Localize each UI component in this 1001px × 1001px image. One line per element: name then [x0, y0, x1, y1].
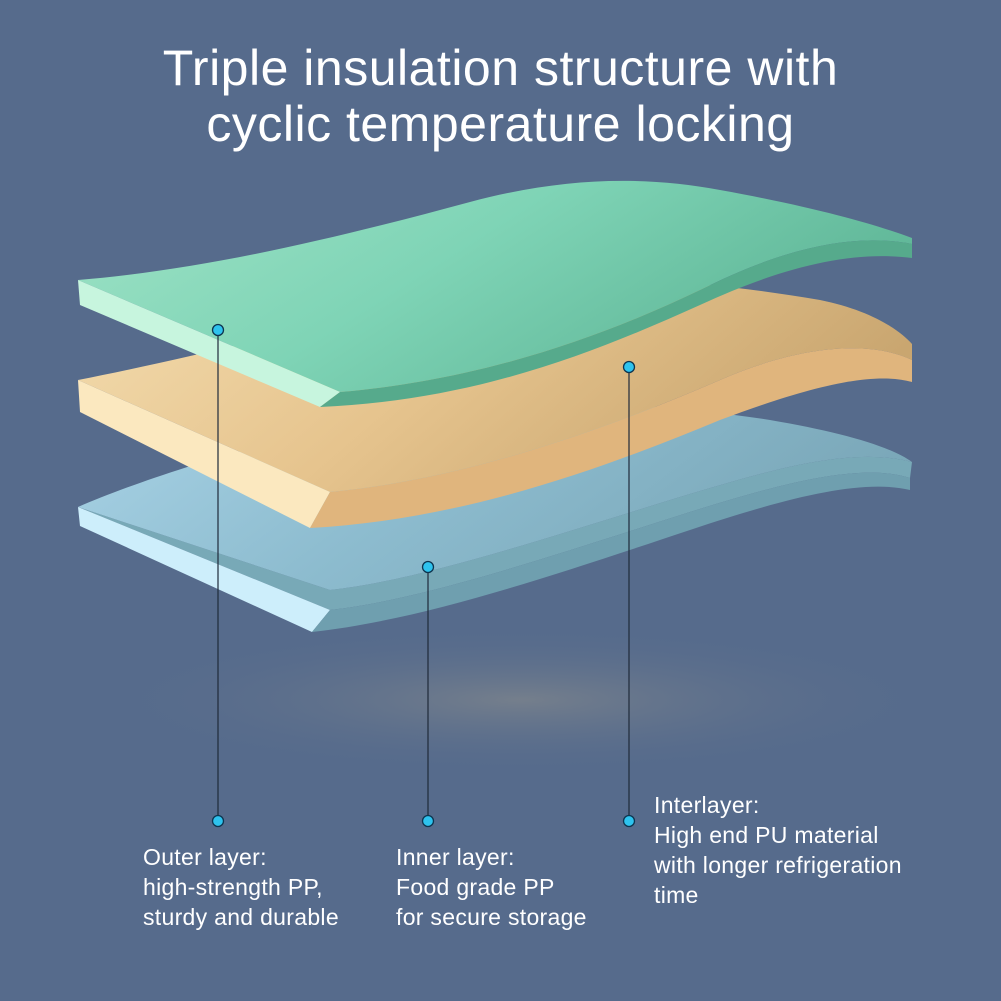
interlayer-line-1: High end PU material [654, 822, 879, 848]
interlayer-heading: Interlayer: [654, 792, 760, 818]
outer-layer-line-2: sturdy and durable [143, 904, 339, 930]
interlayer-sheet [78, 279, 912, 528]
interlayer-callout: Interlayer: High end PU material with lo… [654, 790, 902, 910]
outer-layer-marker-top [211, 323, 225, 337]
inner-layer-marker-top [421, 560, 435, 574]
title-line-2: cyclic temperature locking [206, 96, 795, 152]
inner-layer-heading: Inner layer: [396, 844, 515, 870]
layers-shadow [90, 625, 950, 775]
interlayer-line-2: with longer refrigeration [654, 852, 902, 878]
inner-layer-line-2: for secure storage [396, 904, 587, 930]
interlayer-marker-top [622, 360, 636, 374]
title-line-1: Triple insulation structure with [162, 40, 839, 96]
outer-layer-line-1: high-strength PP, [143, 874, 323, 900]
interlayer-line-3: time [654, 882, 699, 908]
page-title: Triple insulation structure with cyclic … [0, 40, 1001, 152]
inner-layer-line-1: Food grade PP [396, 874, 555, 900]
outer-layer-callout: Outer layer: high-strength PP, sturdy an… [143, 842, 339, 932]
outer-layer-sheet [78, 180, 912, 407]
outer-layer-marker-bottom [211, 814, 225, 828]
interlayer-marker-bottom [622, 814, 636, 828]
inner-layer-marker-bottom [421, 814, 435, 828]
outer-layer-heading: Outer layer: [143, 844, 267, 870]
inner-layer-callout: Inner layer: Food grade PP for secure st… [396, 842, 587, 932]
